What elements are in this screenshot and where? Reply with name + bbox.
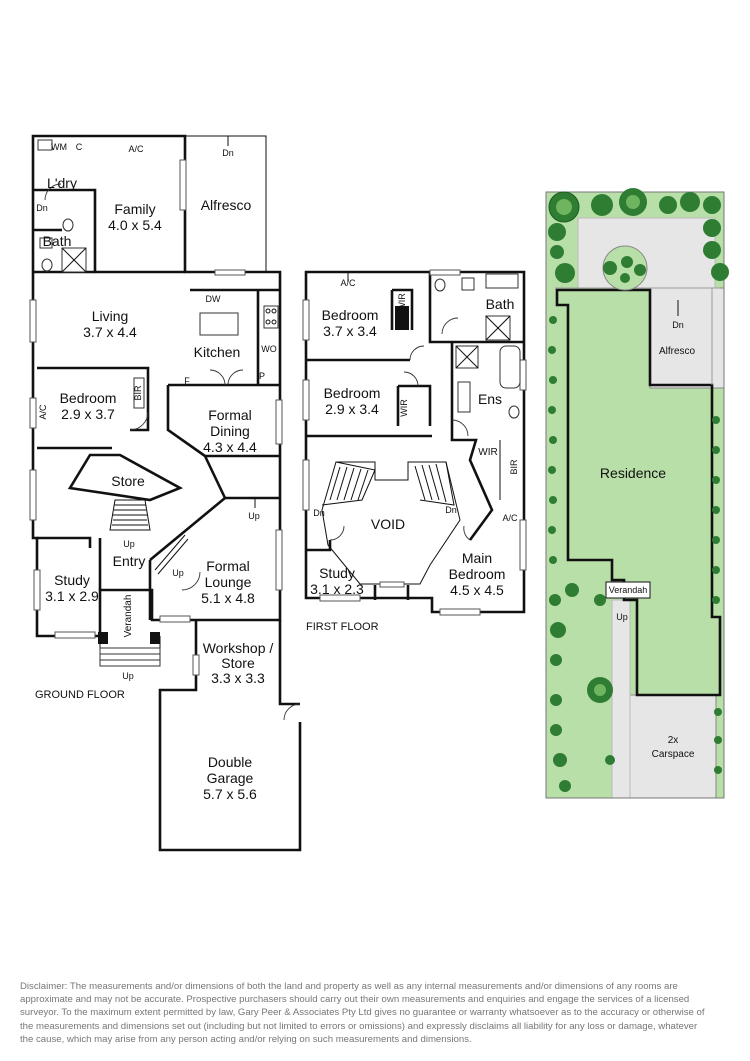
ff-ac-top-mark: A/C xyxy=(340,278,356,288)
formal-dining-name1: Formal xyxy=(208,407,252,423)
garage-size: 5.7 x 5.6 xyxy=(203,786,257,802)
ff-bath-label: Bath xyxy=(486,296,515,312)
workshop-size: 3.3 x 3.3 xyxy=(211,670,265,686)
kitchen-label: Kitchen xyxy=(194,344,241,360)
laundry-label: L'dry xyxy=(47,175,77,191)
dn-left-mark: Dn xyxy=(313,508,325,518)
ground-stair xyxy=(109,499,151,531)
formal-lounge-size: 5.1 x 4.8 xyxy=(201,590,255,606)
residence-label: Residence xyxy=(600,465,666,481)
ff-bir-mark: BIR xyxy=(509,459,519,475)
site-plan: Residence Alfresco Dn Verandah Up 2x Car… xyxy=(545,188,729,799)
living-name: Living xyxy=(92,308,129,324)
ac-left-mark: A/C xyxy=(38,404,48,420)
formal-lounge-name2: Lounge xyxy=(205,574,252,590)
dn-right-mark: Dn xyxy=(445,505,457,515)
wir1-mark: WIR xyxy=(397,293,407,311)
c-mark: C xyxy=(76,142,83,152)
ff-ens-label: Ens xyxy=(478,391,502,407)
up-dining-mark: Up xyxy=(248,511,260,521)
bir-mark: BIR xyxy=(133,385,143,401)
first-floor-plan xyxy=(302,269,527,616)
bath-label: Bath xyxy=(43,233,72,249)
floor-plan-drawing: L'dry Family 4.0 x 5.4 Alfresco Bath Liv… xyxy=(29,134,729,852)
formal-dining-size: 4.3 x 4.4 xyxy=(203,439,257,455)
ac-top-mark: A/C xyxy=(128,144,144,154)
site-verandah-label: Verandah xyxy=(609,585,648,595)
main-bedroom-size: 4.5 x 4.5 xyxy=(450,582,504,598)
kitchen-island-icon xyxy=(199,312,239,336)
site-residence-footprint xyxy=(555,288,722,697)
wir2-mark: WIR xyxy=(399,399,409,417)
family-size: 4.0 x 5.4 xyxy=(108,217,162,233)
living-size: 3.7 x 4.4 xyxy=(83,324,137,340)
ff-bedroom1-name: Bedroom xyxy=(322,307,379,323)
site-up-mark: Up xyxy=(616,612,628,622)
site-dn-mark: Dn xyxy=(672,320,684,330)
site-trees xyxy=(548,188,729,792)
workshop-name2: Store xyxy=(221,655,255,671)
dn-alfresco-mark: Dn xyxy=(222,148,234,158)
wo-mark: WO xyxy=(261,344,277,354)
ff-bedroom2-size: 2.9 x 3.4 xyxy=(325,401,379,417)
dn-laundry-mark: Dn xyxy=(36,203,48,213)
site-carspace xyxy=(629,694,717,799)
ff-study-name: Study xyxy=(319,565,355,581)
verandah-label: Verandah xyxy=(123,595,134,638)
bedroom-size: 2.9 x 3.7 xyxy=(61,406,115,422)
ff-study-size: 3.1 x 2.3 xyxy=(310,581,364,597)
dw-mark: DW xyxy=(206,294,221,304)
toilet-icon xyxy=(41,258,53,272)
formal-dining-name2: Dining xyxy=(210,423,250,439)
bedroom-name: Bedroom xyxy=(60,390,117,406)
main-bedroom-name2: Bedroom xyxy=(449,566,506,582)
wir3-mark: WIR xyxy=(478,447,497,458)
first-floor-right-stair xyxy=(408,461,455,506)
entry-label: Entry xyxy=(113,553,146,569)
first-floor-labels: Bedroom 3.7 x 3.4 Bedroom 2.9 x 3.4 Bath… xyxy=(306,278,519,633)
ff-bedroom2-name: Bedroom xyxy=(324,385,381,401)
formal-lounge-name1: Formal xyxy=(206,558,250,574)
carspace-label-2: Carspace xyxy=(652,749,695,760)
family-name: Family xyxy=(114,201,155,217)
void-label: VOID xyxy=(371,516,405,532)
ground-floor-labels: L'dry Family 4.0 x 5.4 Alfresco Bath Liv… xyxy=(35,142,277,802)
vanity-icon xyxy=(39,237,53,249)
study-name: Study xyxy=(54,572,90,588)
ground-floor-plan xyxy=(29,134,302,852)
workshop-name1: Workshop / xyxy=(203,640,274,656)
f-mark: F xyxy=(184,376,190,386)
first-floor-left-stair xyxy=(321,461,376,506)
p-mark: P xyxy=(259,371,265,381)
up-lounge-mark: Up xyxy=(172,568,184,578)
up-stair-mark: Up xyxy=(123,539,135,549)
carspace-label-1: 2x xyxy=(668,735,679,746)
garage-name2: Garage xyxy=(207,770,254,786)
ff-bedroom1-size: 3.7 x 3.4 xyxy=(323,323,377,339)
washing-machine-icon xyxy=(37,139,53,151)
ff-ac-right-mark: A/C xyxy=(502,513,518,523)
site-front-paving xyxy=(577,217,716,289)
garage-name1: Double xyxy=(208,754,253,770)
alfresco-label: Alfresco xyxy=(201,197,252,213)
store-label: Store xyxy=(111,473,145,489)
cooktop-icon xyxy=(263,305,279,329)
first-floor-caption: FIRST FLOOR xyxy=(306,621,379,633)
site-alfresco-label: Alfresco xyxy=(659,346,696,357)
up-verandah-mark: Up xyxy=(122,671,134,681)
disclaimer-text: Disclaimer: The measurements and/or dime… xyxy=(20,981,705,1045)
main-bedroom-name1: Main xyxy=(462,550,492,566)
wm-mark: WM xyxy=(51,142,67,152)
ground-floor-caption: GROUND FLOOR xyxy=(35,689,125,701)
study-size: 3.1 x 2.9 xyxy=(45,588,99,604)
